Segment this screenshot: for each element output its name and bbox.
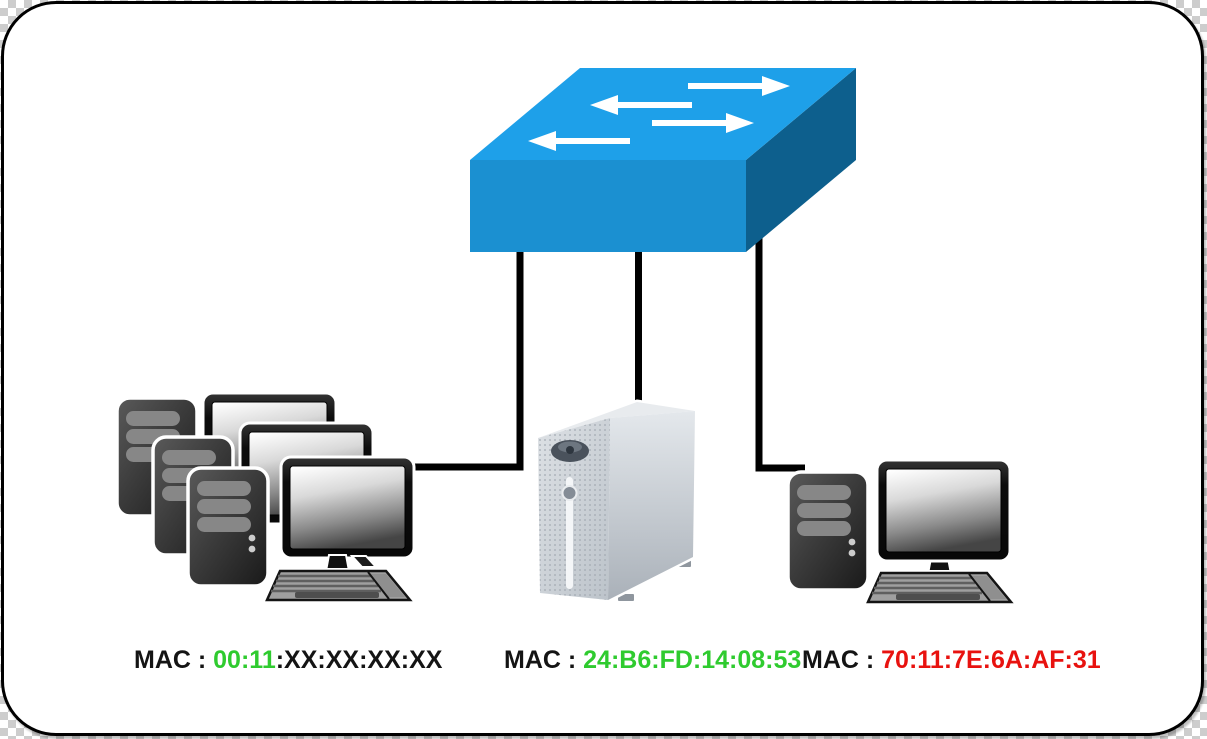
server-top-face [538,402,695,438]
switch-top-face [470,68,856,160]
server-tower-icon [535,399,698,603]
server-front-strip [566,477,573,589]
mac-highlight: 00:11 [213,646,276,674]
switch-arrows [528,76,790,151]
cable-left [405,245,524,471]
mac-prefix: MAC : [504,646,584,674]
arrow-left-icon [528,131,630,151]
monitor-icon [279,455,416,560]
arrow-right-icon [652,113,754,133]
desktop-computer-icon [786,458,1015,610]
tower-pc-icon [786,470,870,592]
monitor-icon [875,458,1012,563]
network-switch-icon [470,68,856,252]
keyboard-icon [267,571,410,600]
mac-rest: :XX:XX:XX:XX [275,646,443,674]
mac-label-desktop: MAC : 70:11:7E:6A:AF:31 [802,646,1101,675]
switch-right-face [746,68,856,252]
mac-prefix: MAC : [802,646,882,674]
arrow-left-icon [590,95,692,115]
keyboard-icon [868,573,1011,602]
server-vent-grid [538,418,610,600]
mac-prefix: MAC : [134,646,214,674]
arrow-right-icon [688,76,790,96]
mac-highlight: 24:B6:FD:14:08:53 [583,646,802,674]
mac-highlight: 70:11:7E:6A:AF:31 [881,646,1101,674]
mac-label-computer-group: MAC : 00:11:XX:XX:XX:XX [134,646,442,675]
tower-pc-icon [186,466,270,588]
monitor-stand-icon [349,555,379,568]
cable-right [755,238,805,472]
computer-group-icon [115,391,416,615]
server-power-button [561,485,578,501]
server-side-face [608,411,695,600]
server-top-vent-dot [566,446,574,454]
mac-label-server: MAC : 24:B6:FD:14:08:53 [504,646,801,675]
switch-front-face [470,160,746,252]
